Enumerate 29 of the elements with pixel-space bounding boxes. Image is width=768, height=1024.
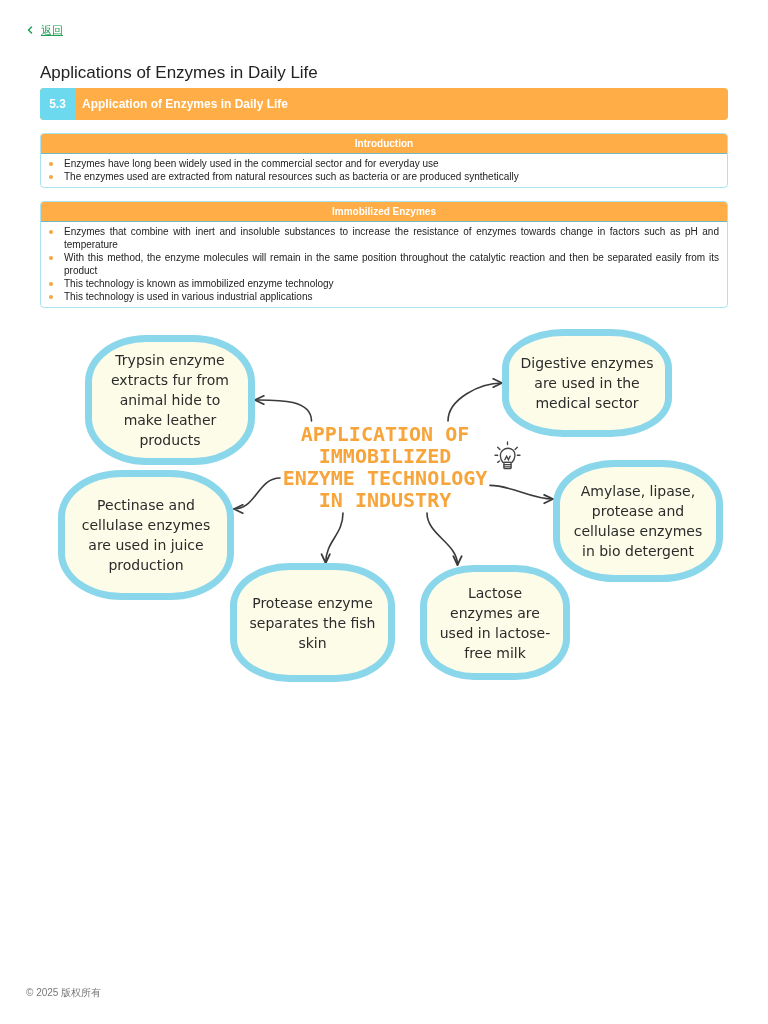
info-panel — [40, 133, 728, 188]
cloud-bubble: Protease enzyme separates the fish skin — [230, 563, 395, 682]
panel-heading: Introduction — [41, 134, 727, 154]
arrow — [426, 512, 462, 566]
bullet-text: This technology is known as immobilized enzyme technology — [64, 277, 335, 290]
bullet-text: The enzymes used are extracted from natural resources such as bacteria or are produced synthetically — [64, 170, 520, 183]
info-panel — [40, 201, 728, 308]
arrow — [254, 394, 313, 422]
section-number: 5.3 — [40, 88, 75, 120]
central-heading: APPLICATION OF IMMOBILIZED ENZYME TECHNOLOGY IN INDUSTRY — [280, 421, 490, 513]
bullet-text: This technology is used in various industrial applications — [64, 290, 314, 303]
back-link: 返回 — [24, 23, 63, 37]
panel-heading: Immobilized Enzymes — [41, 202, 727, 222]
cloud-bubble: Pectinase and cellulase enzymes are used in juice production — [58, 470, 234, 600]
page-title: Applications of Enzymes in Daily Life — [40, 62, 318, 84]
bullet-text: Enzymes that combine with inert and insoluble substances to increase the resistance of enzymes towards change in factors such as pH and temperature — [64, 225, 719, 251]
cloud-bubble: Amylase, lipase, protease and cellulase enzymes in bio detergent — [553, 460, 723, 582]
copyright-text: © 2025 版权所有 — [26, 986, 102, 1000]
section-heading: Application of Enzymes in Daily Life — [81, 96, 289, 113]
arrow — [447, 378, 503, 422]
arrow — [233, 477, 281, 513]
bullet-text: With this method, the enzyme molecules will remain in the same position throughout the catalytic reaction and then be separated easily from its product — [64, 251, 719, 277]
cloud-bubble: Digestive enzymes are used in the medical sector — [502, 329, 672, 437]
bullet-text: Enzymes have long been widely used in the commercial sector and for everyday use — [64, 157, 440, 170]
cloud-bubble: Lactose enzymes are used in lactose-free milk — [420, 565, 570, 680]
arrow — [321, 512, 344, 564]
section-header-bar — [40, 88, 728, 120]
cloud-bubble: Trypsin enzyme extracts fur from animal hide to make leather products — [85, 335, 255, 465]
arrow — [489, 484, 554, 504]
